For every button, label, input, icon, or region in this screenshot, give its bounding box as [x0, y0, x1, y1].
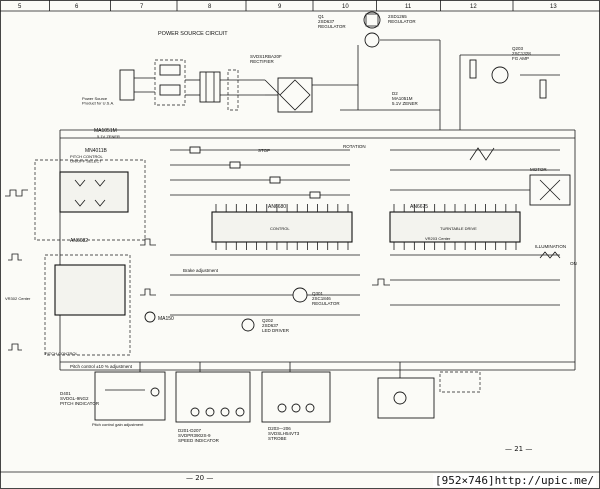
ic302-label: AN6682 — [70, 238, 88, 244]
ic601-label: AN6675 — [410, 204, 428, 210]
on-label: ON — [570, 261, 577, 266]
ic301-sub: CONTROL — [270, 226, 290, 231]
d201-label: MA1051M — [94, 128, 117, 134]
grid-col-12: 12 — [470, 4, 477, 10]
motor-label: MOTOR — [530, 167, 547, 172]
grid-col-5: 5 — [18, 4, 22, 10]
d201-sub: 5.1V ZENER — [97, 134, 120, 139]
ic601-sub: TURNTABLE DRIVE — [440, 226, 477, 231]
middle-components: STOP ROTATION MOTOR — [170, 144, 571, 206]
d204-label: MA150 — [158, 316, 174, 322]
ic302-sub: PITCH CONTROL — [45, 351, 78, 356]
ic302-block: AN6682 PITCH CONTROL VR302 Center — [5, 238, 131, 356]
vr203-label: VR203 Center — [425, 236, 451, 241]
stop-label: STOP — [258, 148, 270, 153]
illumination-label: ILLUMINATION — [535, 244, 566, 249]
ic201-label: MN4011B — [85, 148, 108, 154]
illumination-board — [377, 371, 481, 419]
grid-col-8: 8 — [208, 4, 212, 10]
power-title: POWER SOURCE CIRCUIT — [158, 31, 228, 37]
brake-adjust-label: Brake adjustment — [183, 268, 219, 273]
grid-col-6: 6 — [75, 4, 79, 10]
grid-columns: 5 6 7 8 9 10 11 12 13 — [18, 0, 557, 11]
page-number-left: — 20 — — [186, 474, 214, 482]
pitch-range-label: Pitch control ±10 % adjustment — [70, 364, 133, 369]
ic601-block: AN6675 TURNTABLE DRIVE — [389, 204, 521, 250]
rotation-label: ROTATION — [343, 144, 366, 149]
grid-col-13: 13 — [550, 4, 557, 10]
watermark: [952×746]http://upic.me/ — [433, 474, 596, 487]
pitch-gain-label: Pitch control gain adjustment — [92, 422, 144, 427]
grid-col-7: 7 — [140, 4, 144, 10]
ic301-block: AN6680 CONTROL — [211, 204, 353, 250]
grid-col-11: 11 — [405, 4, 412, 10]
grid-col-10: 10 — [342, 4, 349, 10]
page-number-right: — 21 — — [505, 445, 533, 453]
vr302-label: VR302 Center — [5, 296, 31, 301]
grid-col-9: 9 — [278, 4, 282, 10]
